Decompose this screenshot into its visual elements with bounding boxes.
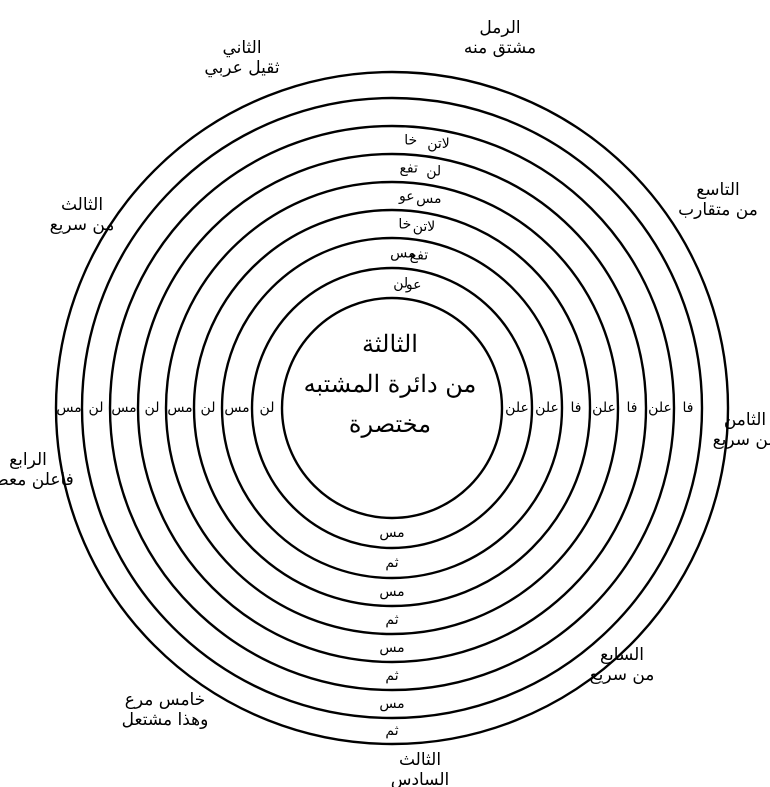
cell-label: تفع [410,247,429,263]
ring-2 [250,266,534,550]
cell-label: مس [224,400,249,416]
outer-label-right: من سريع [713,430,770,450]
cell-label: علن [648,400,672,416]
outer-label-top: الرمل [479,18,520,38]
cell-label: مس [379,640,404,656]
cell-label: لن [201,400,216,416]
cell-label: لن [145,400,160,416]
cell-label: عو [398,189,415,205]
ring-9 [54,70,730,746]
cell-label: مس [379,525,404,541]
outer-label-upper-left: الثاني [222,38,261,58]
cell-label: مس [416,191,441,207]
cell-label: فا [683,400,694,416]
cell-label: خا [398,216,411,232]
cell-label: مس [56,400,81,416]
cell-label: لن [426,164,441,180]
cell-label: لن [393,275,408,291]
cell-label: عو [405,277,422,293]
cell-label: فا [627,400,638,416]
cell-label: مس [379,584,404,600]
cell-label: علن [535,400,559,416]
outer-label-right: الثامن [724,410,766,430]
outer-label-bottom: الثالث [399,750,441,770]
outer-label-left: فاعلن معطل [0,470,74,490]
outer-label-top: مشتق منه [464,38,536,58]
outer-label-left-upper: الثالث [61,195,103,215]
cell-label: خا [404,133,417,149]
ring-8 [80,96,704,720]
ring-7 [108,124,676,692]
cell-label: لن [260,400,275,416]
cell-label: لاتن [413,219,436,235]
outer-label-bottom-left: خامس مرع [125,690,206,710]
center-line-1: الثالثة [362,330,418,358]
outer-label-upper-left: ثقيل عربي [204,58,279,78]
center-text: الثالثة من دائرة المشتبه مختصرة [304,330,477,438]
cell-label: لاتن [427,136,450,152]
outer-label-left-upper: من سريع [50,215,115,235]
cell-label: مس [379,696,404,712]
outer-label-bottom-right: السابع [600,645,644,665]
cell-label: علن [592,400,616,416]
outer-label-bottom-left: وهذا مشتعل [122,710,209,730]
center-line-2: من دائرة المشتبه [304,370,477,398]
cell-label: مس [167,400,192,416]
ring-4 [192,208,592,608]
rings [54,70,730,746]
cell-label: تفع [399,161,418,177]
cell-label: ثم [385,723,398,739]
outer-label-bottom: السادس [391,770,450,787]
ring-6 [136,152,648,664]
cell-label: لن [89,400,104,416]
cell-label: مس [111,400,136,416]
outer-label-left: الرابع [9,450,47,470]
cell-label: ثم [385,612,398,628]
ring-3 [220,236,564,580]
center-line-3: مختصرة [349,410,431,438]
ring-1 [280,296,504,520]
outer-label-upper-right: من متقارب [678,200,758,220]
cell-label: ثم [385,668,398,684]
outer-label-bottom-right: من سريع [590,665,655,685]
cell-label: مس [390,245,415,261]
outer-label-upper-right: التاسع [696,180,740,200]
ring-5 [164,180,620,636]
cell-label: علن [505,400,529,416]
cell-label: ثم [385,555,398,571]
cell-label: فا [571,400,582,416]
